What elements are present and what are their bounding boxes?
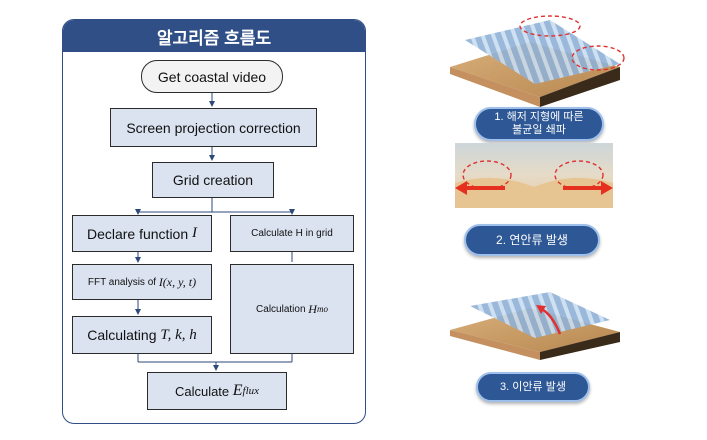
illustration-rip-current [450, 292, 620, 360]
step-declare-function: Declare function I [72, 215, 212, 252]
step-fft-analysis: FFT analysis of I(x, y, t) [72, 264, 212, 300]
step-grid-label: Grid creation [172, 172, 254, 188]
dashed-ellipse-2 [571, 45, 625, 71]
step-projection-label: Screen projection correction [126, 119, 301, 136]
fft-expr: I(x, y, t) [158, 274, 197, 289]
calc-h-grid-label: Calculate H in grid [251, 228, 333, 239]
caption-1-line1: 1. 해저 지형에 따른 [494, 111, 584, 123]
declare-text: Declare function [86, 225, 193, 242]
eflux-var: E [232, 382, 243, 399]
calc-tkh-vars: T, k, h [160, 326, 197, 343]
step-calculating-tkh: Calculating T, k, h [72, 316, 212, 354]
calc-tkh-text: Calculating [87, 327, 161, 343]
dashed-ellipse-1 [519, 15, 581, 37]
step-calculate-h-in-grid: Calculate H in grid [230, 215, 354, 252]
step-screen-projection-correction: Screen projection correction [110, 108, 317, 147]
caption-badge-1: 1. 해저 지형에 따른 불균일 쇄파 [474, 107, 604, 141]
hmo-text: Calculation [256, 303, 309, 315]
longshore-arrow-left [455, 181, 505, 195]
illustration-nonuniform-breaking [450, 15, 625, 107]
illustration-longshore-current [455, 143, 613, 208]
caption-1-line2: 불균일 쇄파 [512, 124, 566, 136]
caption-3-label: 3. 이안류 발생 [500, 380, 566, 393]
declare-var: I [192, 225, 198, 241]
step-grid-creation: Grid creation [152, 162, 274, 198]
flowchart-title: 알고리즘 흐름도 [63, 20, 365, 52]
caption-badge-2: 2. 연안류 발생 [464, 224, 600, 256]
start-node-get-coastal-video: Get coastal video [141, 60, 283, 93]
caption-2-label: 2. 연안류 발생 [496, 232, 568, 247]
eflux-text: Calculate [174, 383, 233, 399]
hmo-var: H [308, 301, 317, 316]
longshore-arrow-right [563, 181, 613, 195]
fft-text: FFT analysis of [87, 276, 159, 288]
hmo-sub: mo [316, 304, 328, 314]
caption-badge-3: 3. 이안류 발생 [476, 372, 590, 402]
start-node-label: Get coastal video [157, 68, 267, 85]
eflux-sub: flux [242, 385, 260, 397]
